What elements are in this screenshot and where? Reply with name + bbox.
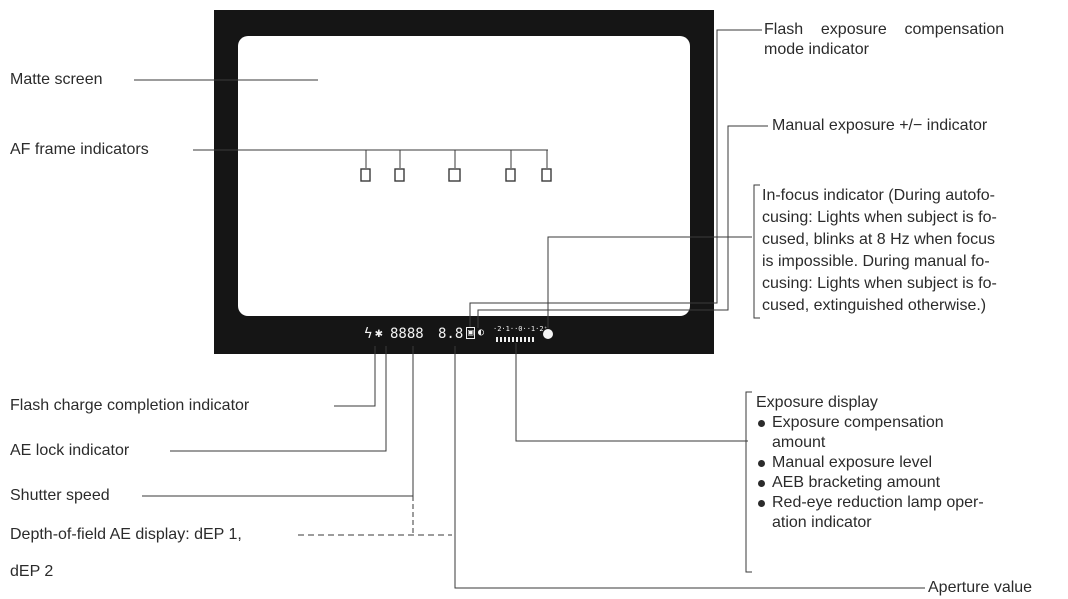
flash-comp-mode-icon: ▣ — [466, 327, 476, 339]
exposure-display-item: Manual exposure level — [756, 453, 1056, 473]
right-leaders — [454, 29, 925, 589]
exposure-display-item-cont: ation indicator — [756, 513, 1056, 533]
aperture-digits: 8.8 — [438, 326, 464, 342]
af-frame-box — [448, 168, 461, 182]
aperture-value-leader — [454, 346, 925, 589]
af-frame-boxes — [360, 168, 552, 182]
shutter-speed-label: Shutter speed — [10, 487, 110, 504]
exposure-display-item: Red-eye reduction lamp oper- — [756, 493, 1056, 513]
bullet-icon — [758, 420, 765, 427]
ae-lock-label: AE lock indicator — [10, 442, 130, 459]
matte-screen-area — [238, 36, 690, 316]
matte-screen-label: Matte screen — [10, 71, 103, 88]
flash-charge-label: Flash charge completion indicator — [10, 397, 250, 414]
flash-comp-label: Flash exposure compensation mode indicat… — [764, 20, 1064, 60]
exposure-scale-ticks — [496, 337, 534, 342]
exposure-scale-numbers: ·2·1··0··1·2⁺ — [493, 325, 548, 333]
exposure-display-list: Exposure compensation amount Manual expo… — [756, 413, 1056, 533]
shutter-speed-leader — [142, 346, 414, 497]
in-focus-bracket — [753, 184, 760, 319]
item-text: amount — [772, 434, 826, 451]
flash-comp-label-line: Flash exposure compensation — [764, 21, 1005, 38]
bullet-icon — [758, 480, 765, 487]
bullet-icon — [758, 500, 765, 507]
in-focus-leader — [547, 236, 752, 328]
flash-charge-leader — [334, 346, 376, 407]
in-focus-line: In-focus indicator (During autofo- — [762, 187, 995, 204]
flash-charge-icon: ϟ — [364, 326, 373, 342]
af-frame-box — [394, 168, 405, 182]
manual-exposure-leader — [477, 125, 768, 328]
flash-comp-label-line: mode indicator — [764, 41, 869, 58]
af-frame-box — [541, 168, 552, 182]
dof-ae-label: Depth-of-field AE display: dEP 1, — [10, 526, 242, 543]
exposure-display-item: AEB bracketing amount — [756, 473, 1056, 493]
shutter-speed-digits: 8888 — [390, 326, 424, 342]
flash-comp-leader — [469, 29, 762, 328]
item-text: Red-eye reduction lamp oper- — [772, 494, 984, 511]
af-frame-box — [505, 168, 516, 182]
in-focus-line: cusing: Lights when subject is fo- — [762, 275, 997, 292]
in-focus-line: cused, extinguished otherwise.) — [762, 297, 987, 314]
ae-lock-leader — [170, 346, 387, 452]
manual-exposure-icon: ◐ — [478, 327, 485, 338]
exposure-display-bracket — [745, 391, 752, 573]
item-text: Exposure compensation — [772, 414, 944, 431]
exposure-display-item: Exposure compensation — [756, 413, 1056, 433]
ae-lock-icon: ✱ — [375, 326, 383, 341]
item-text: ation indicator — [772, 514, 872, 531]
exposure-display-item-cont: amount — [756, 433, 1056, 453]
exposure-display-label: Exposure display Exposure compensation a… — [756, 393, 1056, 533]
item-text: AEB bracketing amount — [772, 474, 941, 491]
dof-ae-label-line2: dEP 2 — [10, 563, 54, 580]
exposure-display-title: Exposure display — [756, 394, 878, 411]
af-frame-box — [360, 168, 371, 182]
in-focus-line: cusing: Lights when subject is fo- — [762, 209, 997, 226]
item-text: Manual exposure level — [772, 454, 933, 471]
exposure-display-leader — [515, 343, 748, 442]
in-focus-dot — [543, 329, 553, 339]
af-frame-leader — [193, 149, 548, 168]
in-focus-label: In-focus indicator (During autofo- cusin… — [762, 185, 1062, 317]
bullet-icon — [758, 460, 765, 467]
in-focus-line: is impossible. During manual fo- — [762, 253, 990, 270]
left-leaders — [142, 346, 452, 536]
af-frame-label: AF frame indicators — [10, 141, 149, 158]
manual-exposure-label: Manual exposure +/− indicator — [772, 117, 988, 134]
in-focus-line: cused, blinks at 8 Hz when focus — [762, 231, 996, 248]
aperture-value-label: Aperture value — [928, 579, 1033, 596]
